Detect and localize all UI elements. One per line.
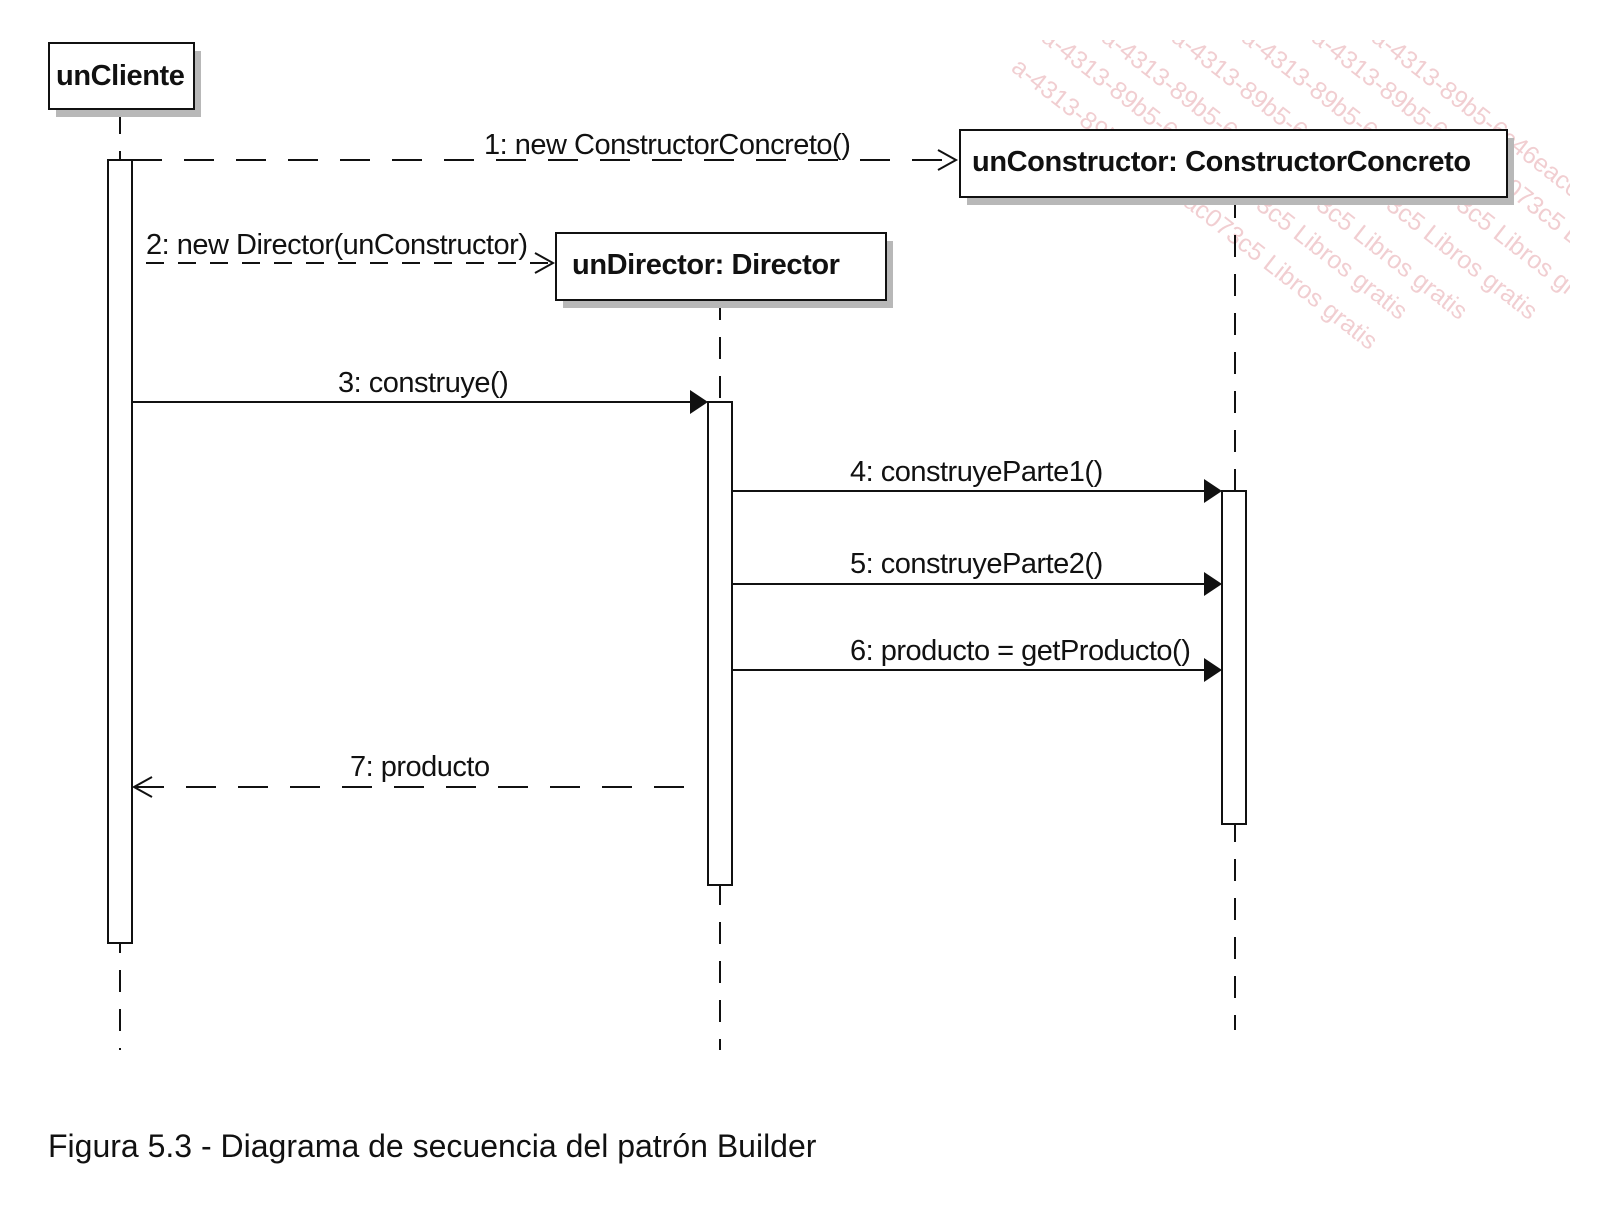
message-label-3: 3: construye() xyxy=(338,367,508,399)
object-box-constructor: unConstructor: ConstructorConcreto xyxy=(959,129,1514,205)
activation-director xyxy=(707,401,733,886)
activation-cliente xyxy=(107,159,133,944)
message-label-2: 2: new Director(unConstructor) xyxy=(146,229,527,261)
message-5: 5: construyeParte2() xyxy=(732,548,1222,596)
message-label-1: 1: new ConstructorConcreto() xyxy=(484,129,850,161)
message-4: 4: construyeParte1() xyxy=(732,456,1222,503)
activation-constructor xyxy=(1221,490,1247,825)
object-label-director: unDirector: Director xyxy=(572,249,840,281)
message-1: 1: new ConstructorConcreto() xyxy=(132,129,959,171)
figure-caption: Figura 5.3 - Diagrama de secuencia del p… xyxy=(48,1128,817,1164)
object-box-director: unDirector: Director xyxy=(555,232,893,308)
message-7: 7: producto xyxy=(131,751,700,798)
message-label-5: 5: construyeParte2() xyxy=(850,548,1103,580)
message-3: 3: construye() xyxy=(132,367,708,414)
message-2: 2: new Director(unConstructor) xyxy=(146,229,556,274)
object-label-constructor: unConstructor: ConstructorConcreto xyxy=(972,146,1471,178)
message-label-6: 6: producto = getProducto() xyxy=(850,635,1190,667)
message-6: 6: producto = getProducto() xyxy=(732,635,1222,682)
message-label-4: 4: construyeParte1() xyxy=(850,456,1103,488)
message-label-7: 7: producto xyxy=(350,751,490,783)
object-box-cliente: unCliente xyxy=(48,42,201,117)
object-label-cliente: unCliente xyxy=(56,60,185,92)
